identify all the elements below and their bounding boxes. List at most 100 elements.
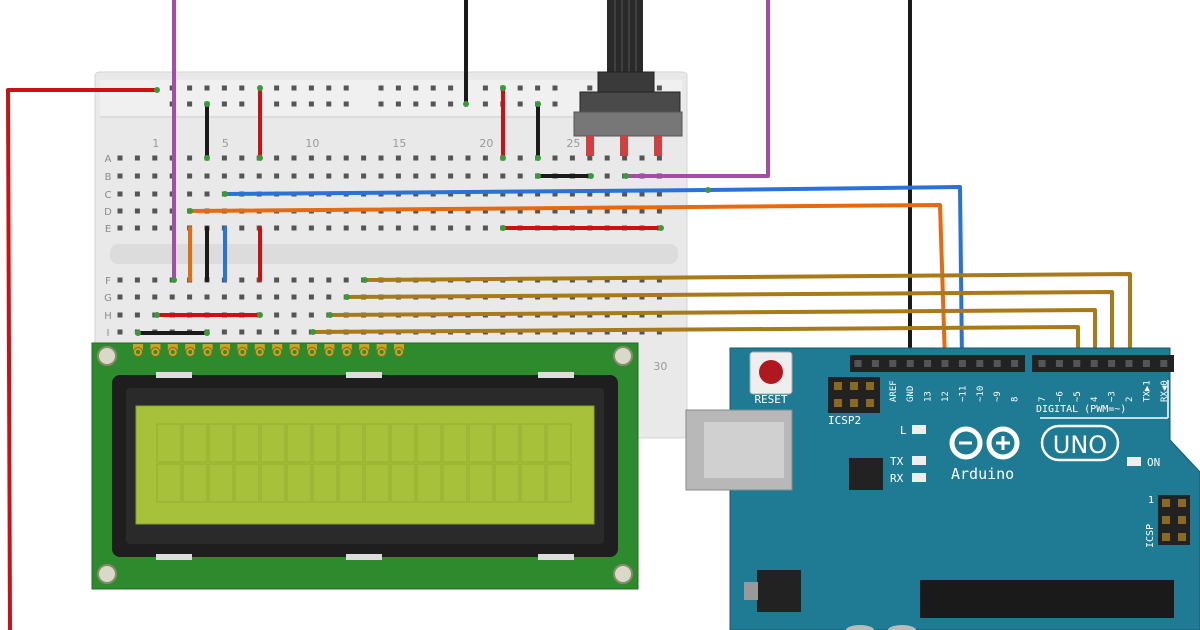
lcd-mount-hole: [613, 346, 633, 366]
breadboard-hole: [134, 208, 140, 214]
lcd-cell: [234, 463, 260, 503]
lcd-pin-hole: [223, 350, 227, 354]
pin-label: GND: [906, 386, 916, 402]
breadboard-hole: [308, 173, 314, 179]
breadboard-hole: [604, 191, 610, 197]
breadboard-hole: [221, 173, 227, 179]
lcd-cell: [416, 463, 442, 503]
breadboard-hole: [134, 277, 140, 283]
breadboard-hole: [134, 312, 140, 318]
breadboard-hole: [134, 155, 140, 161]
wire-mustard-pin3[interactable]: [345, 290, 1114, 364]
breadboard-hole: [656, 208, 662, 214]
wire-mustard-pin4[interactable]: [328, 308, 1097, 364]
led-tx: [912, 456, 926, 465]
pin-label: 4: [1090, 397, 1100, 402]
model-text: UNO: [1053, 431, 1107, 459]
breadboard-hole: [152, 208, 158, 214]
lcd-cell: [156, 423, 182, 463]
header-pin: [1108, 360, 1116, 367]
breadboard-column-number: 1: [152, 137, 159, 150]
breadboard-hole: [308, 294, 314, 300]
breadboard-hole: [552, 191, 558, 197]
breadboard-hole: [535, 208, 541, 214]
wire-purple-pot[interactable]: [624, 0, 770, 178]
header-pin: [854, 360, 862, 367]
breadboard-hole: [274, 312, 280, 318]
lcd-cell: [208, 423, 234, 463]
breadboard-hole: [152, 225, 158, 231]
breadboard-hole: [117, 155, 123, 161]
breadboard-hole: [326, 277, 332, 283]
breadboard-hole: [117, 173, 123, 179]
breadboard-hole: [569, 155, 575, 161]
breadboard-hole: [326, 225, 332, 231]
breadboard-hole: [569, 191, 575, 197]
breadboard-hole: [639, 312, 645, 318]
header-pin: [993, 360, 1001, 367]
pin-label: ~10: [976, 386, 986, 402]
breadboard-hole: [413, 101, 419, 107]
breadboard-hole: [274, 101, 280, 107]
breadboard-hole: [343, 101, 349, 107]
wire-mustard-pin2[interactable]: [363, 272, 1132, 364]
lcd-pin-hole: [362, 350, 367, 354]
breadboard-hole: [517, 155, 523, 161]
lcd-cell: [390, 423, 416, 463]
breadboard-row-letter: A: [105, 154, 112, 165]
breadboard-hole: [465, 225, 471, 231]
breadboard-hole: [517, 85, 523, 91]
breadboard-hole: [500, 173, 506, 179]
lcd-cell: [286, 423, 312, 463]
breadboard-hole: [221, 101, 227, 107]
breadboard-hole: [239, 85, 245, 91]
header-pin: [1011, 360, 1019, 367]
wire-red-left-power[interactable]: [6, 88, 159, 630]
pin-label: AREF: [889, 380, 899, 402]
pin-label: 8: [1011, 397, 1021, 402]
pin-label: 13: [924, 391, 934, 402]
breadboard-hole: [169, 294, 175, 300]
breadboard-hole: [535, 191, 541, 197]
lcd-pin-hole: [170, 350, 175, 354]
breadboard-hole: [204, 85, 210, 91]
breadboard-hole: [239, 155, 245, 161]
breadboard-hole: [552, 155, 558, 161]
header-pin: [976, 360, 984, 367]
breadboard-hole: [656, 329, 662, 335]
breadboard-hole: [517, 208, 523, 214]
on-label: ON: [1147, 456, 1160, 469]
potentiometer: [573, 0, 683, 156]
breadboard-hole: [395, 85, 401, 91]
breadboard-hole: [448, 173, 454, 179]
lcd-pin-hole: [136, 350, 140, 354]
lcd-mount-hole: [97, 564, 117, 584]
lcd-cell: [312, 463, 338, 503]
breadboard-hole: [552, 208, 558, 214]
breadboard-hole: [134, 294, 140, 300]
digital-label: DIGITAL (PWM=~): [1036, 404, 1126, 415]
breadboard-row-letter: H: [104, 311, 112, 322]
lcd-cell: [442, 423, 468, 463]
breadboard-hole: [291, 155, 297, 161]
lcd-cell: [208, 463, 234, 503]
breadboard-hole: [482, 155, 488, 161]
breadboard-hole: [117, 225, 123, 231]
breadboard-hole: [274, 277, 280, 283]
breadboard-hole: [587, 208, 593, 214]
logo-text: Arduino: [951, 465, 1014, 483]
breadboard-column-number: 25: [566, 137, 580, 150]
breadboard-hole: [465, 173, 471, 179]
breadboard-hole: [256, 173, 262, 179]
breadboard-hole: [326, 101, 332, 107]
breadboard-hole: [361, 173, 367, 179]
lcd-pin-hole: [188, 350, 193, 354]
lcd-pin-hole: [310, 350, 314, 354]
header-pin: [1160, 360, 1168, 367]
breadboard-hole: [343, 225, 349, 231]
breadboard-hole: [622, 191, 628, 197]
breadboard-hole: [326, 173, 332, 179]
pin-label: ~6: [1055, 391, 1065, 402]
